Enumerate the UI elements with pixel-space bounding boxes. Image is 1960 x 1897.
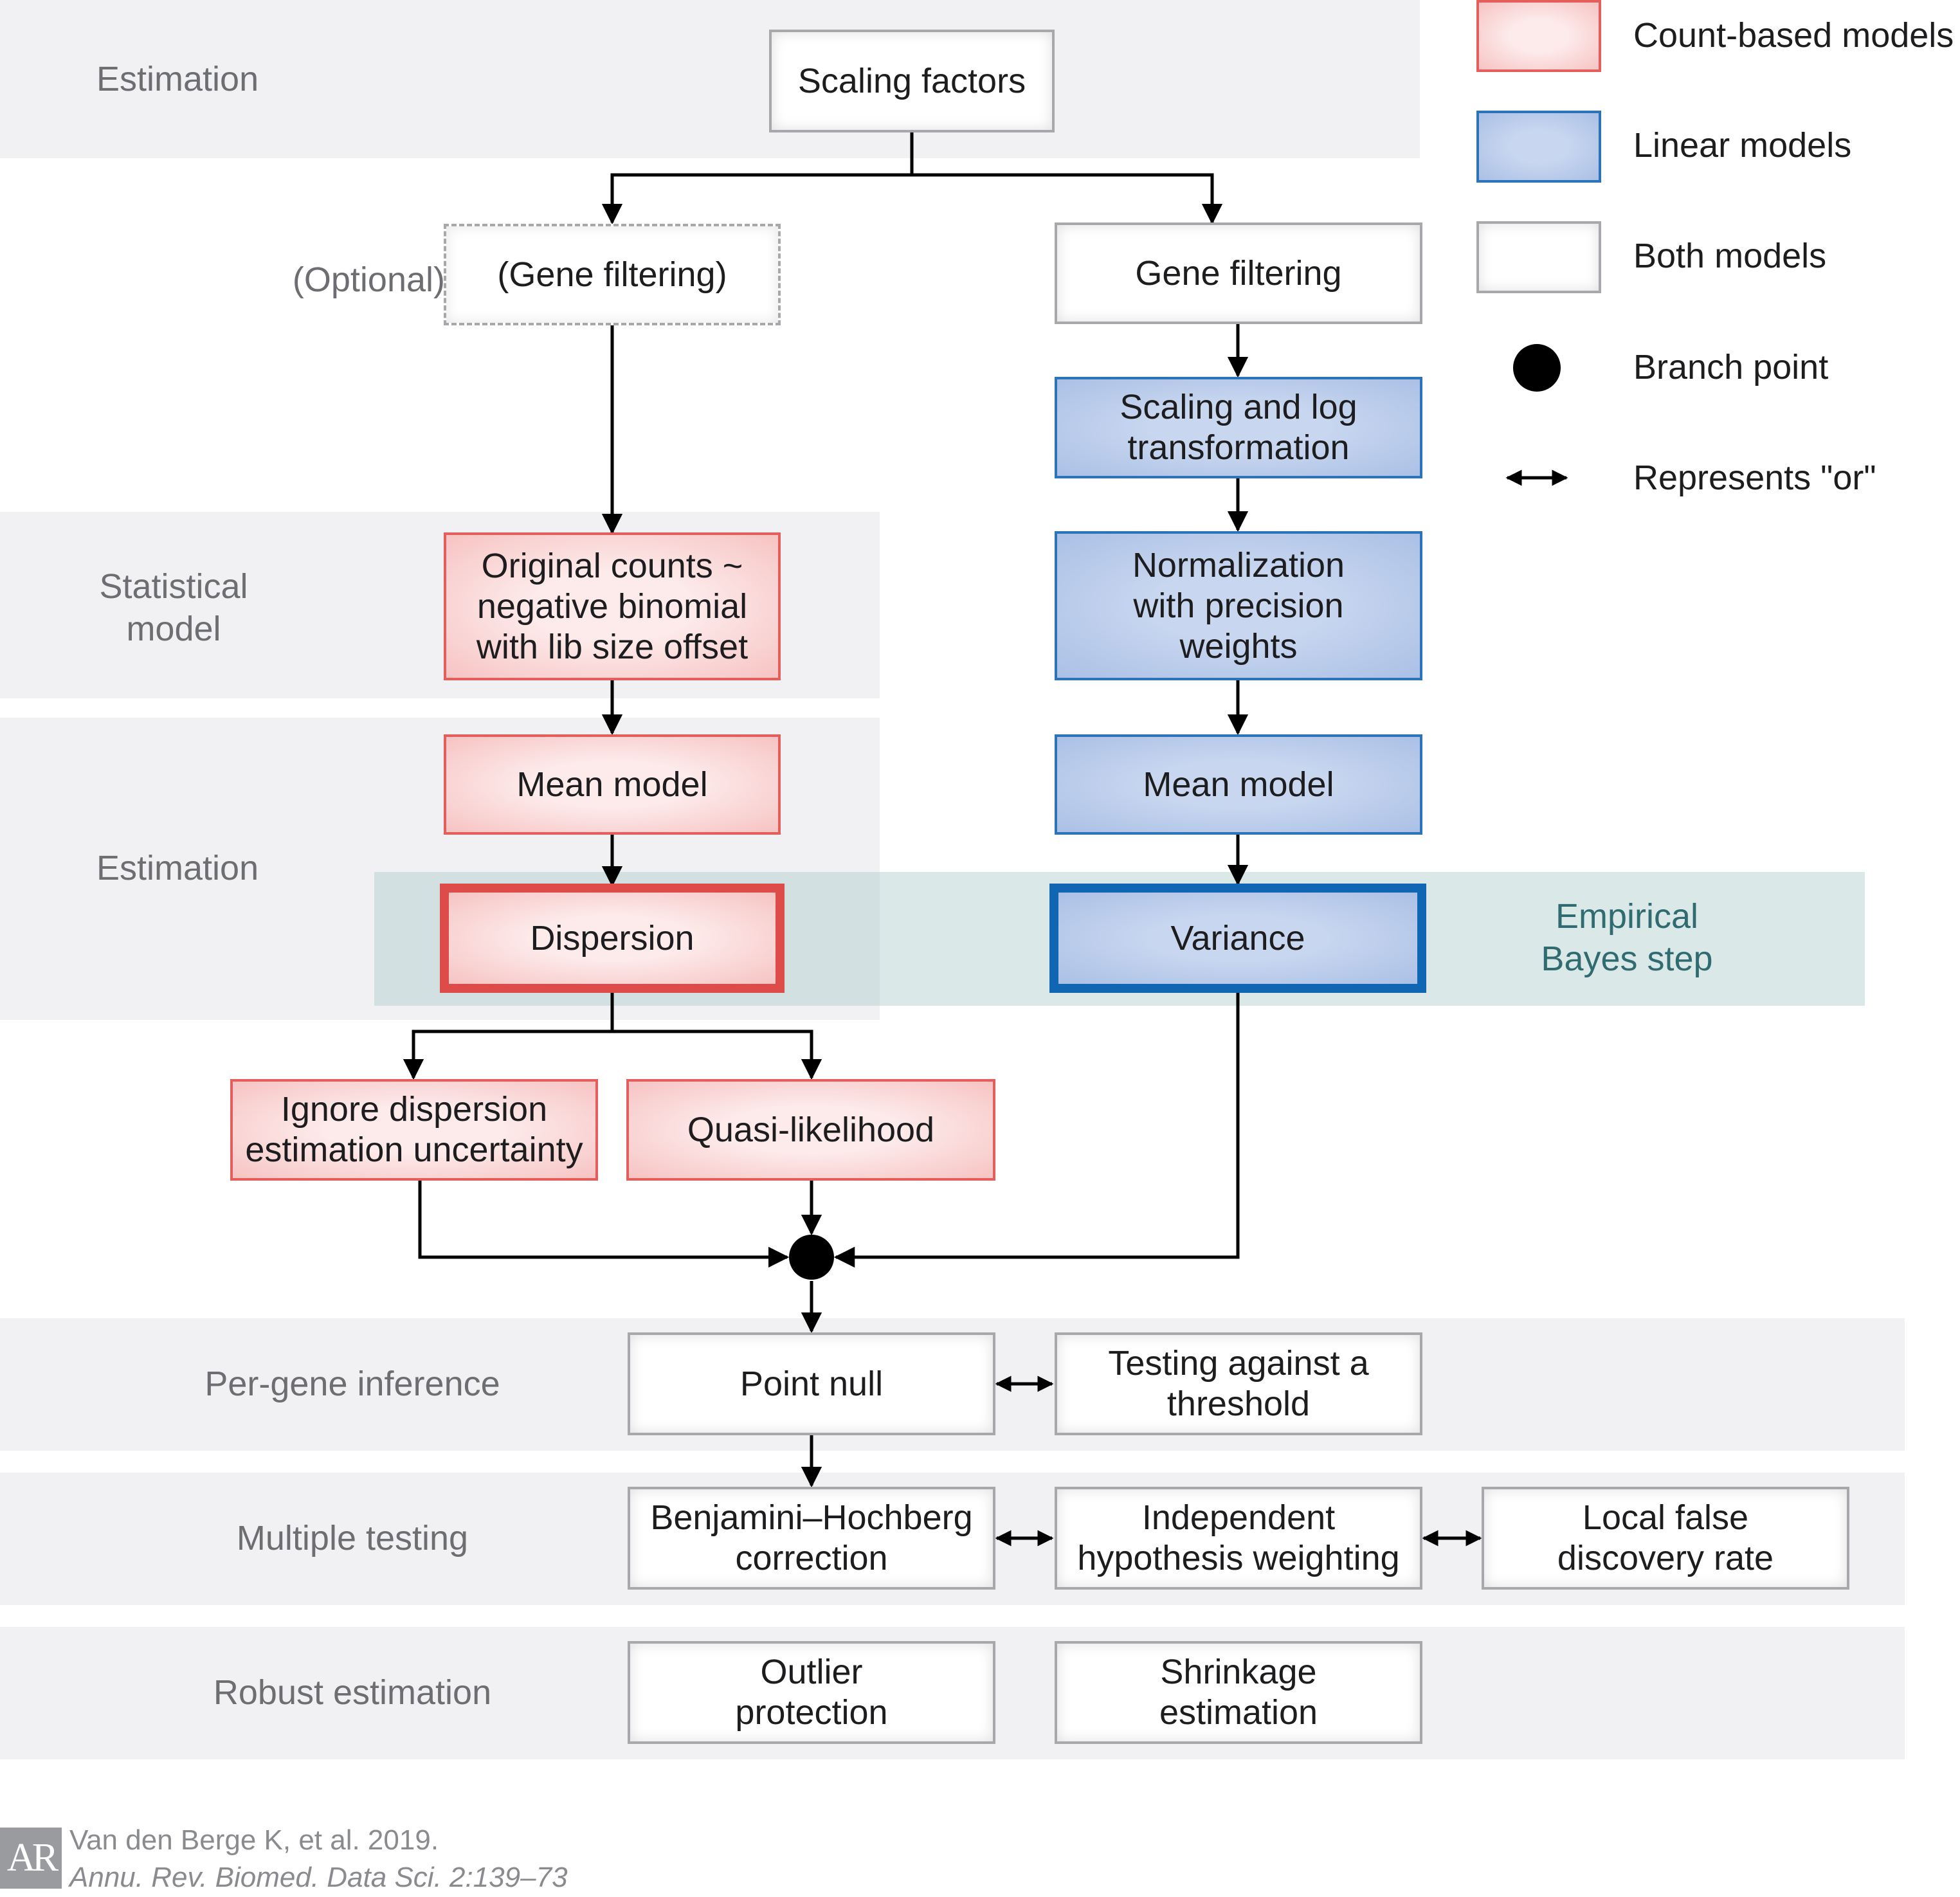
legend-branch-point-icon — [1513, 344, 1561, 392]
ar-logo: AR — [0, 1828, 62, 1889]
label-per-gene-inference: Per-gene inference — [204, 1365, 500, 1403]
arrow-dispersion-to-quasi — [612, 1030, 822, 1080]
legend-swatch-both — [1476, 221, 1601, 293]
node-mean-model-count: Mean model — [444, 734, 781, 835]
node-gene-filtering: Gene filtering — [1055, 222, 1422, 324]
node-gene-filtering-optional: (Gene filtering) — [444, 224, 781, 325]
label-estimation-mid: Estimation — [96, 849, 259, 887]
citation-line-2: Annu. Rev. Biomed. Data Sci. 2:139–73 — [69, 1862, 568, 1893]
node-outlier-protection: Outlier protection — [628, 1641, 995, 1744]
arrow-ignore-to-branch — [418, 1181, 790, 1268]
label-statistical-model: Statistical model — [99, 567, 248, 648]
label-multiple-testing: Multiple testing — [236, 1519, 469, 1557]
label-robust-estimation: Robust estimation — [213, 1673, 492, 1712]
citation-line-1: Van den Berge K, et al. 2019. — [69, 1824, 439, 1856]
node-dispersion: Dispersion — [440, 884, 785, 993]
node-scaling-factors: Scaling factors — [769, 30, 1055, 132]
legend-label-count-based: Count-based models — [1633, 16, 1954, 55]
label-empirical-bayes: Empirical Bayes step — [1541, 897, 1713, 978]
label-optional: (Optional) — [292, 260, 445, 299]
node-point-null: Point null — [628, 1332, 995, 1435]
arrow-split-to-gene-filter — [912, 173, 1223, 225]
branch-point — [789, 1235, 834, 1280]
legend-label-both: Both models — [1633, 237, 1827, 275]
legend-label-branch-point: Branch point — [1633, 348, 1829, 386]
arrow-split-to-optional-filter — [601, 173, 912, 225]
legend-label-represents-or: Represents "or" — [1633, 458, 1876, 497]
node-mean-model-linear: Mean model — [1055, 734, 1422, 835]
label-estimation-top: Estimation — [96, 60, 259, 98]
node-variance: Variance — [1049, 884, 1426, 993]
node-quasi-likelihood: Quasi-likelihood — [626, 1079, 995, 1181]
node-original-counts: Original counts ~ negative binomial with… — [444, 532, 781, 680]
legend-label-linear: Linear models — [1633, 126, 1852, 165]
node-ignore-dispersion: Ignore dispersion estimation uncertainty — [230, 1079, 598, 1181]
node-testing-threshold: Testing against a threshold — [1055, 1332, 1422, 1435]
legend-swatch-linear — [1476, 111, 1601, 183]
node-shrinkage-estimation: Shrinkage estimation — [1055, 1641, 1422, 1744]
node-normalization-precision-weights: Normalization with precision weights — [1055, 531, 1422, 680]
node-scaling-log-transformation: Scaling and log transformation — [1055, 377, 1422, 478]
node-ihw: Independent hypothesis weighting — [1055, 1487, 1422, 1590]
node-local-fdr: Local false discovery rate — [1482, 1487, 1849, 1590]
arrow-dispersion-to-ignore — [403, 1030, 612, 1080]
node-benjamini-hochberg: Benjamini–Hochberg correction — [628, 1487, 995, 1590]
arrow-variance-to-branch — [833, 993, 1240, 1268]
legend-swatch-count-based — [1476, 0, 1601, 72]
band-estimation-top — [0, 0, 1420, 158]
